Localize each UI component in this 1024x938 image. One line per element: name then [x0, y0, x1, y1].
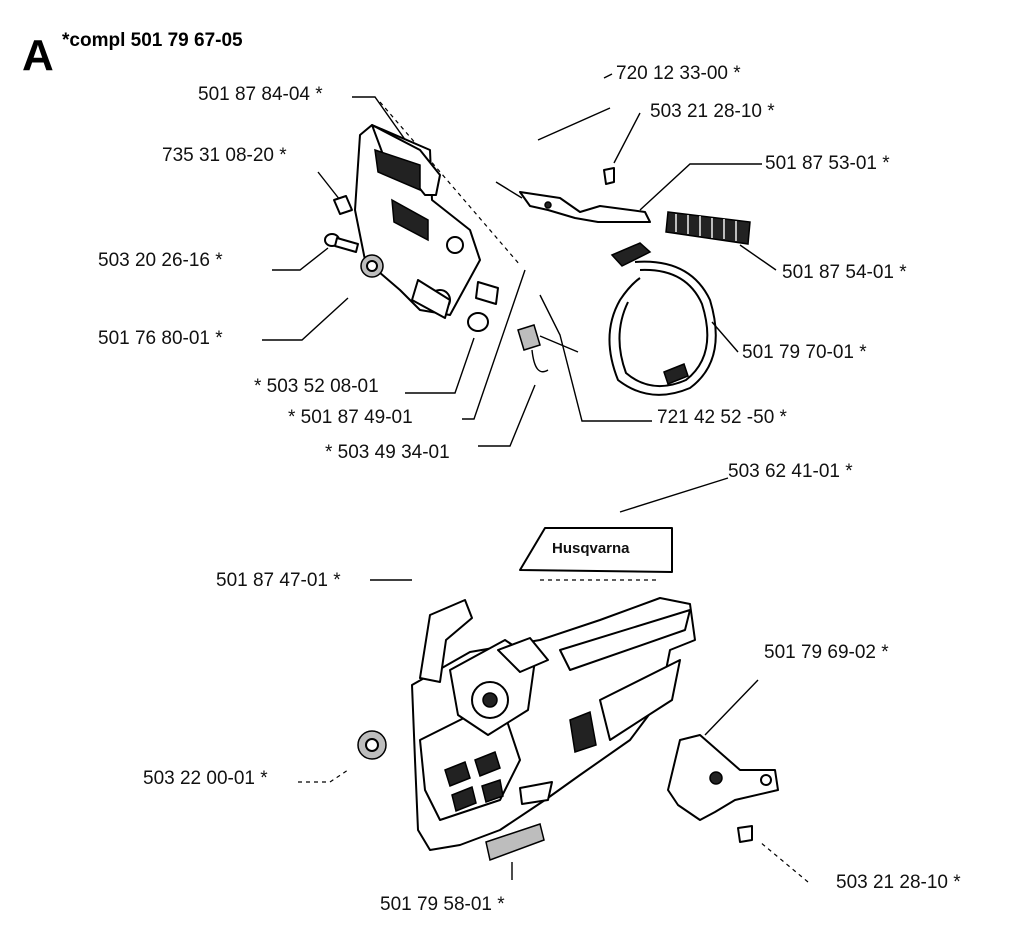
decal-503-62-41-01 [519, 527, 673, 581]
leader-503-52-08-01 [405, 337, 475, 394]
adjuster-screw-503-49-34-01 [517, 324, 579, 373]
leader-guide [379, 101, 521, 266]
sleeve-503-52-08-01 [467, 281, 499, 332]
label-501-87-47-01: 501 87 47-01 * [216, 570, 341, 591]
bolt-503-20-26-16 [324, 233, 359, 253]
leader-503-20-26-16 [272, 247, 329, 271]
leader-503-62-41-01 [619, 477, 729, 513]
plate-501-79-58-01 [485, 823, 545, 862]
leader-501-76-80-01 [262, 297, 349, 341]
leader-lines [262, 73, 809, 883]
leader-501-87-49-01 [462, 269, 526, 420]
screw-503-21-28-10-b [737, 825, 753, 843]
label-503-20-26-16: 503 20 26-16 * [98, 250, 223, 271]
label-721-42-52-50: 721 42 52 -50 * [657, 407, 787, 428]
label-501-87-84-04: 501 87 84-04 * [198, 84, 323, 105]
leader-503-21-28-10-b [759, 841, 809, 883]
label-501-87-49-01: * 501 87 49-01 [288, 407, 413, 428]
label-501-79-58-01: 501 79 58-01 * [380, 894, 505, 915]
leader-721-42-52-50 [539, 294, 652, 422]
label-503-49-34-01: * 503 49 34-01 [325, 442, 450, 463]
nut-503-22-00-01 [357, 730, 387, 760]
clutch-cover-plate [354, 124, 481, 319]
leader-501-79-69-02 [704, 679, 759, 736]
label-720-12-33-00: 720 12 33-00 * [616, 63, 741, 84]
label-503-52-08-01: * 503 52 08-01 [254, 376, 379, 397]
assembly-label: *compl 501 79 67-05 [62, 30, 243, 51]
screw-735-31-08-20 [333, 195, 353, 215]
spring-501-87-54-01 [665, 211, 751, 245]
leader-720-12-33-00 [603, 73, 613, 79]
screw-503-21-28-10 [603, 167, 615, 185]
label-735-31-08-20: 735 31 08-20 * [162, 145, 287, 166]
label-503-22-00-01: 503 22 00-01 * [143, 768, 268, 789]
label-503-62-41-01: 503 62 41-01 * [728, 461, 853, 482]
guide-piece-501-87-47-01 [419, 599, 473, 683]
label-501-79-70-01: 501 79 70-01 * [742, 342, 867, 363]
leader-503-21-28-10 [613, 112, 641, 164]
label-501-79-69-02: 501 79 69-02 * [764, 642, 889, 663]
brand-decal-text: Husqvarna [552, 540, 630, 557]
brake-lever-501-87-53-01 [495, 181, 651, 223]
leader-501-87-54-01 [739, 244, 777, 271]
label-501-87-53-01: 501 87 53-01 * [765, 153, 890, 174]
chain-cover-housing [411, 597, 696, 851]
brake-band-501-79-70-01 [608, 242, 717, 396]
nut-left [360, 254, 384, 278]
section-letter: A [22, 31, 54, 80]
leader-503-49-34-01 [478, 384, 536, 447]
label-501-87-54-01: 501 87 54-01 * [782, 262, 907, 283]
leader-720-dash [537, 107, 611, 141]
leader-735-31-08-20 [317, 171, 341, 201]
label-503-21-28-10: 503 21 28-10 * [650, 101, 775, 122]
leader-501-87-53-01 [639, 163, 762, 211]
label-501-76-80-01: 501 76 80-01 * [98, 328, 223, 349]
leader-503-22-00-01 [298, 769, 349, 783]
bracket-501-79-69-02 [667, 734, 779, 821]
label-503-21-28-10-b: 503 21 28-10 * [836, 872, 961, 893]
